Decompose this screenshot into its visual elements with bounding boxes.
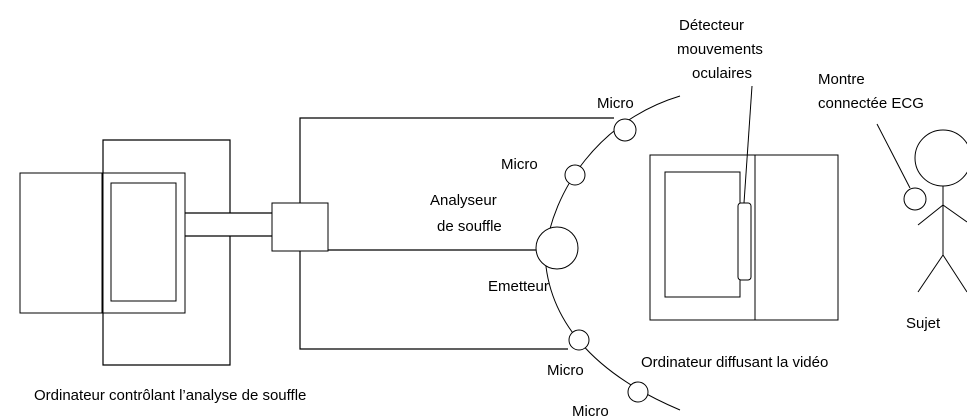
watch-pointer — [876, 123, 911, 189]
breath-analyzer-label-line2: de souffle — [437, 218, 502, 235]
subject-head-icon — [914, 129, 967, 187]
line-to-lower-micro — [299, 251, 568, 350]
micro-upper-icon — [564, 164, 586, 186]
micro-upper-label: Micro — [501, 156, 538, 173]
micro-lower-icon — [568, 329, 590, 351]
breath-analyzer-label-line1: Analyseur — [430, 192, 497, 209]
junction-box — [271, 202, 329, 252]
analysis-cabling — [102, 139, 272, 366]
cable-upper — [102, 139, 231, 213]
analysis-computer-screen — [110, 182, 177, 302]
micro-lower-label: Micro — [547, 362, 584, 379]
subject-left-arm — [917, 204, 944, 226]
analysis-computer-label: Ordinateur contrôlant l’analyse de souff… — [34, 387, 306, 404]
watch-label-line1: Montre — [818, 71, 865, 88]
video-computer — [649, 154, 839, 321]
watch-label-line2: connectée ECG — [818, 95, 924, 112]
subject-figure — [903, 129, 967, 293]
video-computer-side — [754, 154, 839, 321]
cable-lower — [102, 236, 231, 366]
video-computer-label: Ordinateur diffusant la vidéo — [641, 354, 828, 371]
signal-lines — [299, 117, 614, 350]
eye-tracker-pointer — [743, 85, 753, 204]
micro-top-icon — [613, 118, 637, 142]
eye-tracker-label-line2: mouvements — [677, 41, 763, 58]
video-computer-screen — [664, 171, 741, 298]
analysis-computer — [19, 172, 186, 314]
micro-bottom-icon — [627, 381, 649, 403]
emitter-label: Emetteur — [488, 278, 549, 295]
eye-tracker-label-line3: oculaires — [692, 65, 752, 82]
subject-left-leg — [917, 254, 944, 293]
micro-bottom-label: Micro — [572, 403, 609, 420]
line-to-top-micro — [299, 117, 614, 203]
breath-analyzer-icon — [535, 226, 579, 270]
subject-label: Sujet — [906, 315, 941, 332]
analysis-computer-body — [19, 172, 103, 314]
eye-tracker-device — [737, 202, 752, 281]
subject-right-leg — [942, 254, 967, 293]
subject-right-arm — [942, 204, 967, 223]
eye-tracker-label-line1: Détecteur — [679, 17, 744, 34]
micro-top-label: Micro — [597, 95, 634, 112]
ecg-watch-icon — [903, 187, 927, 211]
